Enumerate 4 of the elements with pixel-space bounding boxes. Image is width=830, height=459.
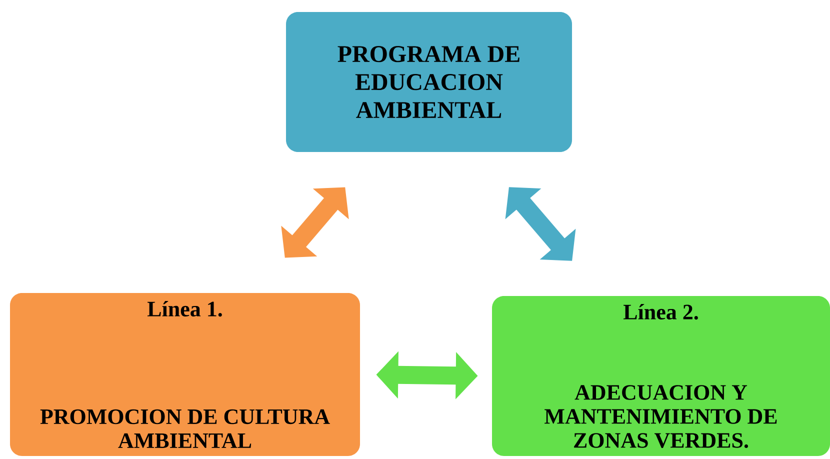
rounded-box: PROGRAMA DE EDUCACION AMBIENTAL	[286, 12, 572, 152]
rounded-box: Línea 1. PROMOCION DE CULTURA AMBIENTAL	[10, 293, 360, 456]
rounded-box: Línea 2. ADECUACION Y MANTENIMIENTO DE ZONAS VERDES.	[492, 296, 830, 456]
double-arrow	[505, 187, 576, 261]
